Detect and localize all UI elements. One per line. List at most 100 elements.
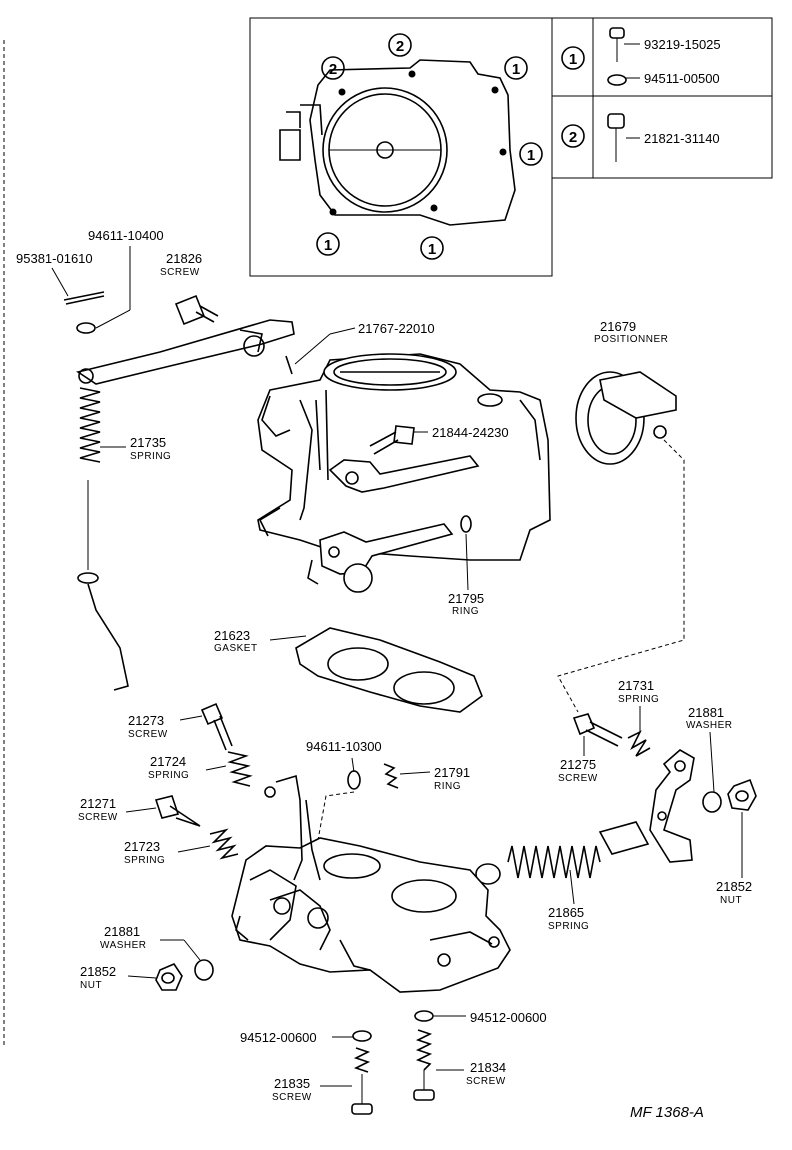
- screw-21271-part: [154, 795, 201, 827]
- svg-text:21723: 21723: [124, 839, 160, 854]
- svg-text:RING: RING: [434, 781, 461, 792]
- nut-21852-right: [727, 778, 757, 811]
- callout-21881-left: 21881 WASHER: [100, 924, 201, 961]
- svg-text:94611-10400: 94611-10400: [88, 228, 164, 243]
- svg-text:94512-00600: 94512-00600: [240, 1030, 317, 1045]
- callout-21795: 21795 RING: [448, 533, 484, 617]
- callout-21735: 21735 SPRING: [100, 435, 171, 462]
- lever-assembly-lower: [307, 523, 454, 593]
- dashed-link-washer: [317, 791, 355, 841]
- washer-21881-left: [194, 959, 214, 981]
- svg-text:SCREW: SCREW: [128, 729, 168, 740]
- svg-text:SCREW: SCREW: [558, 773, 598, 784]
- svg-text:SPRING: SPRING: [548, 921, 589, 932]
- cotter-pin: [63, 291, 105, 305]
- inset-legend-box: [551, 17, 773, 179]
- screw-21273-part: [200, 702, 233, 751]
- svg-text:1: 1: [428, 241, 436, 258]
- lower-carburetor-body: [231, 774, 511, 993]
- svg-text:2: 2: [396, 38, 404, 55]
- screw-21835-part: [351, 1047, 373, 1115]
- spring-21731-part: [627, 730, 651, 757]
- callout-21791: 21791 RING: [399, 765, 470, 792]
- screw-21275-part: [572, 713, 623, 747]
- callout-21852-left: 21852 NUT: [80, 964, 157, 991]
- linkage-spring-21735: [79, 387, 101, 463]
- svg-text:POSITIONNER: POSITIONNER: [594, 334, 668, 345]
- screw-21844: [369, 425, 415, 455]
- svg-text:21767-22010: 21767-22010: [358, 321, 435, 336]
- figure-code: MF 1368-A: [630, 1104, 704, 1121]
- callout-21865: 21865 SPRING: [548, 869, 589, 932]
- svg-text:SPRING: SPRING: [148, 770, 189, 781]
- callout-21679: 21679 POSITIONNER: [594, 319, 668, 345]
- svg-text:21273: 21273: [128, 713, 164, 728]
- washer-94611-10300: [347, 770, 361, 790]
- svg-text:94611-10300: 94611-10300: [306, 739, 382, 754]
- washer-21881-right: [702, 791, 722, 813]
- positioner-dashed-link: [557, 439, 685, 713]
- callout-94611-10400: 94611-10400: [88, 228, 164, 329]
- svg-text:21679: 21679: [600, 319, 636, 334]
- svg-text:2: 2: [569, 129, 577, 146]
- svg-text:SPRING: SPRING: [130, 451, 171, 462]
- svg-text:1: 1: [512, 61, 520, 78]
- callout-21767-22010: 21767-22010: [294, 321, 435, 365]
- callout-21881-right: 21881 WASHER: [686, 705, 733, 793]
- callout-94512-00600-left: 94512-00600: [240, 1030, 354, 1045]
- svg-text:SCREW: SCREW: [272, 1092, 312, 1103]
- svg-text:WASHER: WASHER: [100, 940, 147, 951]
- callout-21275: 21275 SCREW: [558, 736, 598, 784]
- callout-21273: 21273 SCREW: [128, 713, 203, 740]
- callout-21724: 21724 SPRING: [148, 754, 227, 781]
- inset-marker-1-bottom: 1: [420, 236, 444, 260]
- svg-text:21826: 21826: [166, 251, 202, 266]
- svg-text:NUT: NUT: [720, 895, 742, 906]
- svg-text:21731: 21731: [618, 678, 654, 693]
- inset-marker-2-left: 2: [321, 56, 345, 80]
- legend-part-93219-15025: 93219-15025: [644, 37, 721, 52]
- svg-text:21844-24230: 21844-24230: [432, 425, 509, 440]
- svg-text:SCREW: SCREW: [160, 267, 200, 278]
- svg-text:WASHER: WASHER: [686, 720, 733, 731]
- callout-21835: 21835 SCREW: [272, 1076, 352, 1103]
- legend-part-94511-00500: 94511-00500: [644, 71, 720, 86]
- svg-text:SPRING: SPRING: [618, 694, 659, 705]
- callout-94611-10300: 94611-10300: [306, 739, 382, 773]
- callout-94512-00600-right: 94512-00600: [434, 1010, 547, 1025]
- svg-text:21623: 21623: [214, 628, 250, 643]
- svg-text:21835: 21835: [274, 1076, 310, 1091]
- svg-text:1: 1: [527, 147, 535, 164]
- nut-21852-left: [155, 963, 183, 991]
- callout-21834: 21834 SCREW: [436, 1060, 506, 1087]
- inset-marker-1-bottom-left: 1: [316, 232, 340, 256]
- svg-text:21735: 21735: [130, 435, 166, 450]
- positioner-21679: [575, 371, 677, 465]
- svg-text:1: 1: [569, 51, 577, 68]
- svg-text:1: 1: [324, 237, 332, 254]
- callout-21623: 21623 GASKET: [214, 628, 307, 654]
- screw-21834-part: [413, 1029, 435, 1101]
- linkage-screw-21826: [174, 294, 219, 326]
- svg-text:21852: 21852: [80, 964, 116, 979]
- svg-text:21852: 21852: [716, 879, 752, 894]
- svg-text:21881: 21881: [688, 705, 724, 720]
- svg-text:21865: 21865: [548, 905, 584, 920]
- upper-carburetor-body: [257, 353, 551, 561]
- svg-text:21834: 21834: [470, 1060, 506, 1075]
- callout-21271: 21271 SCREW: [78, 796, 157, 823]
- washer-94512-left: [352, 1030, 372, 1042]
- washer-94512-right: [414, 1010, 434, 1022]
- svg-text:94512-00600: 94512-00600: [470, 1010, 547, 1025]
- throttle-body-top-view: [279, 59, 516, 226]
- svg-text:GASKET: GASKET: [214, 643, 258, 654]
- svg-text:21271: 21271: [80, 796, 116, 811]
- svg-text:95381-01610: 95381-01610: [16, 251, 93, 266]
- callout-21826: 21826 SCREW: [160, 251, 202, 278]
- svg-text:21275: 21275: [560, 757, 596, 772]
- ring-21795-part: [460, 515, 472, 533]
- callout-95381-01610: 95381-01610: [16, 251, 93, 297]
- svg-text:21724: 21724: [150, 754, 186, 769]
- svg-text:2: 2: [329, 61, 337, 78]
